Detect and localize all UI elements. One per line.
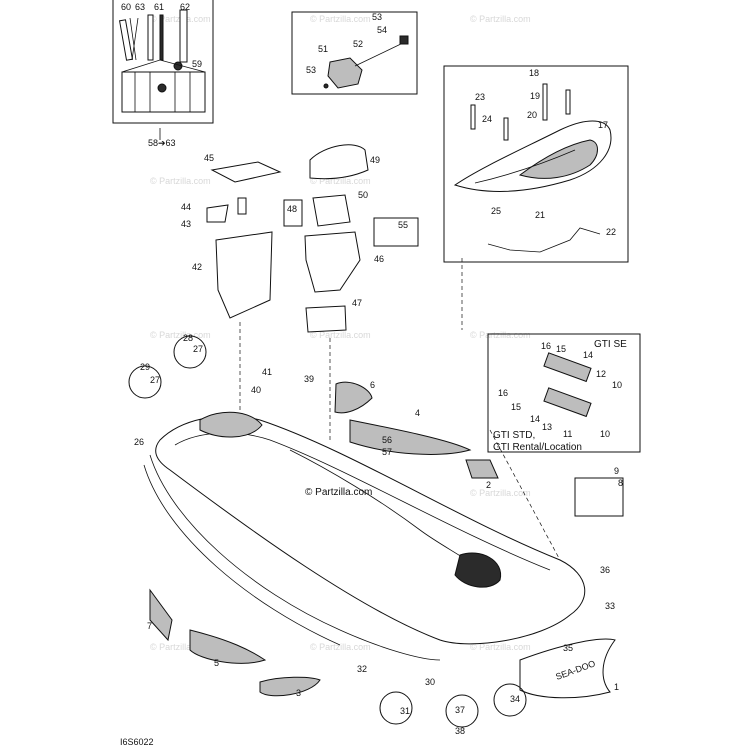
svg-text:© Partzilla.com: © Partzilla.com	[310, 330, 371, 340]
svg-text:GTI SE: GTI SE	[594, 339, 627, 350]
decal-group: SEA-DOO 6 4 2 7 5 3 1 35 33 36 32 26	[134, 380, 619, 699]
hull-group: © Partzilla.com	[143, 411, 586, 661]
svg-text:39: 39	[304, 374, 314, 384]
svg-text:© Partzilla.com: © Partzilla.com	[305, 487, 372, 498]
svg-text:26: 26	[134, 437, 144, 447]
svg-text:46: 46	[374, 254, 384, 264]
svg-text:41: 41	[262, 367, 272, 377]
svg-text:14: 14	[583, 350, 593, 360]
svg-text:40: 40	[251, 385, 261, 395]
svg-text:38: 38	[455, 726, 465, 736]
svg-text:7: 7	[147, 621, 152, 631]
svg-text:57: 57	[382, 447, 392, 457]
svg-text:50: 50	[358, 190, 368, 200]
svg-text:31: 31	[400, 706, 410, 716]
svg-text:27: 27	[150, 375, 160, 385]
svg-text:29: 29	[140, 362, 150, 372]
svg-text:19: 19	[530, 91, 540, 101]
svg-text:21: 21	[535, 210, 545, 220]
svg-text:49: 49	[370, 155, 380, 165]
svg-text:42: 42	[192, 262, 202, 272]
seat-group: 18 19 20 23 24 17 25 21 22	[443, 65, 629, 263]
svg-text:51: 51	[318, 44, 328, 54]
svg-text:16: 16	[541, 341, 551, 351]
svg-text:60: 60	[121, 2, 131, 12]
svg-text:9: 9	[614, 466, 619, 476]
svg-text:13: 13	[542, 422, 552, 432]
svg-text:© Partzilla.com: © Partzilla.com	[310, 642, 371, 652]
svg-text:10: 10	[612, 380, 622, 390]
svg-text:17: 17	[598, 120, 608, 130]
svg-text:© Partzilla.com: © Partzilla.com	[470, 488, 531, 498]
svg-text:52: 52	[353, 39, 363, 49]
svg-text:54: 54	[377, 25, 387, 35]
svg-text:GTI Rental/Location: GTI Rental/Location	[493, 442, 582, 453]
svg-text:1: 1	[614, 682, 619, 692]
svg-text:14: 14	[530, 414, 540, 424]
cover-group: 53 54 52 51 53	[291, 11, 418, 95]
svg-text:24: 24	[482, 114, 492, 124]
storage-group: 49 50 48 55 46 47	[283, 144, 419, 333]
svg-text:© Partzilla.com: © Partzilla.com	[150, 642, 211, 652]
svg-text:53: 53	[372, 12, 382, 22]
gti-se-inset: GTI SE 16 15 14 12 10 16 15 14 13 11 10 …	[487, 333, 641, 453]
svg-text:© Partzilla.com: © Partzilla.com	[150, 330, 211, 340]
svg-text:18: 18	[529, 68, 539, 78]
svg-text:59: 59	[192, 59, 202, 69]
svg-text:44: 44	[181, 202, 191, 212]
svg-text:35: 35	[563, 643, 573, 653]
svg-text:© Partzilla.com: © Partzilla.com	[470, 330, 531, 340]
svg-text:34: 34	[510, 694, 520, 704]
svg-text:15: 15	[556, 344, 566, 354]
svg-text:32: 32	[357, 664, 367, 674]
svg-text:© Partzilla.com: © Partzilla.com	[470, 642, 531, 652]
svg-text:15: 15	[511, 402, 521, 412]
svg-text:© Partzilla.com: © Partzilla.com	[150, 176, 211, 186]
svg-text:3: 3	[296, 688, 301, 698]
figure-code: I6S6022	[120, 737, 154, 747]
svg-text:36: 36	[600, 565, 610, 575]
svg-text:62: 62	[180, 2, 190, 12]
svg-text:6: 6	[370, 380, 375, 390]
svg-text:53: 53	[306, 65, 316, 75]
svg-text:45: 45	[204, 153, 214, 163]
svg-text:© Partzilla.com: © Partzilla.com	[470, 14, 531, 24]
svg-text:10: 10	[600, 429, 610, 439]
svg-text:55: 55	[398, 220, 408, 230]
svg-text:22: 22	[606, 227, 616, 237]
svg-text:© Partzilla.com: © Partzilla.com	[310, 176, 371, 186]
svg-text:4: 4	[415, 408, 420, 418]
svg-text:43: 43	[181, 219, 191, 229]
svg-text:56: 56	[382, 435, 392, 445]
svg-text:48: 48	[287, 204, 297, 214]
svg-text:27: 27	[193, 344, 203, 354]
svg-text:11: 11	[563, 429, 572, 439]
svg-text:2: 2	[486, 480, 491, 490]
svg-text:37: 37	[455, 705, 465, 715]
svg-text:33: 33	[605, 601, 615, 611]
tool-kit-group: 60 63 61 62 59 58➔63	[112, 0, 214, 148]
svg-text:12: 12	[596, 369, 606, 379]
svg-text:8: 8	[618, 478, 623, 488]
svg-text:GTI STD,: GTI STD,	[493, 430, 535, 441]
svg-text:58➔63: 58➔63	[148, 138, 176, 148]
svg-text:61: 61	[154, 2, 164, 12]
hardware-group: 28 27 29 27 31 37 38 34 30 41 40 39 56 5…	[128, 333, 624, 736]
svg-text:30: 30	[425, 677, 435, 687]
svg-text:47: 47	[352, 298, 362, 308]
leader-lines	[239, 258, 561, 561]
svg-text:20: 20	[527, 110, 537, 120]
svg-text:16: 16	[498, 388, 508, 398]
svg-text:28: 28	[183, 333, 193, 343]
svg-text:23: 23	[475, 92, 485, 102]
svg-text:25: 25	[491, 206, 501, 216]
svg-text:5: 5	[214, 658, 219, 668]
glovebox-group: 45 44 43 42	[181, 153, 282, 319]
svg-text:63: 63	[135, 2, 145, 12]
svg-text:© Partzilla.com: © Partzilla.com	[310, 14, 371, 24]
